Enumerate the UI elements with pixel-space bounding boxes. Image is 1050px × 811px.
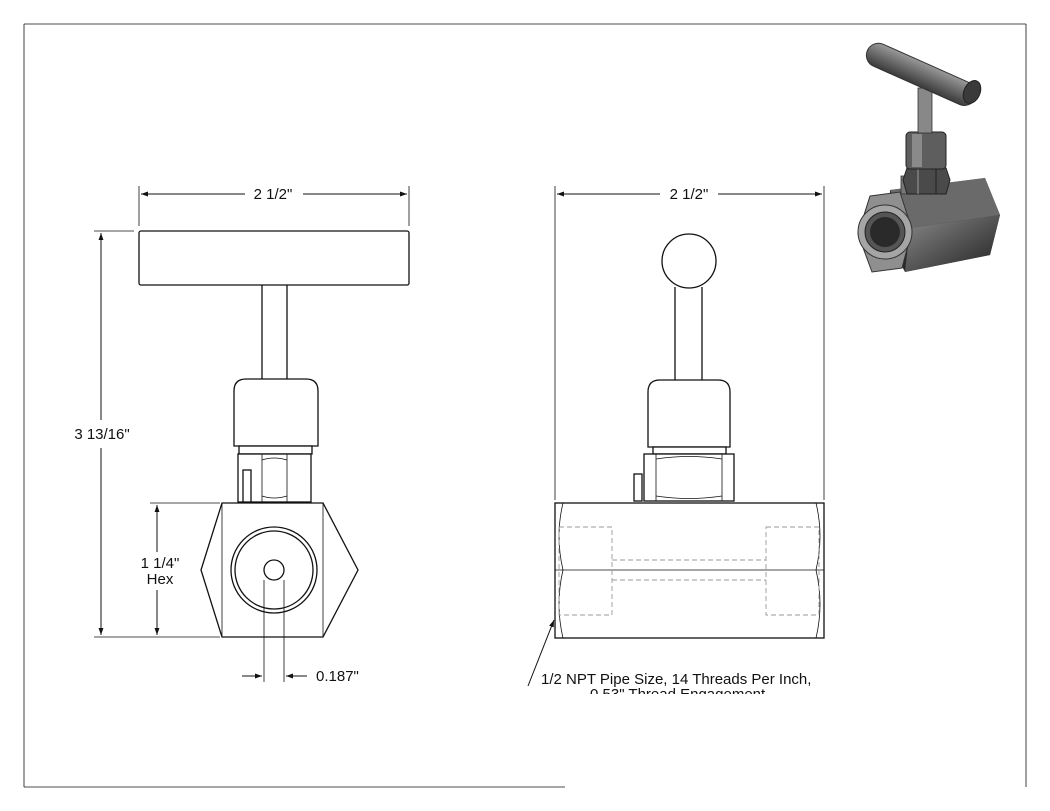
- side-handle-ball: [661, 233, 717, 289]
- front-bonnet-cap: [233, 378, 319, 447]
- hex-size-label: 1 1/4": [141, 555, 180, 572]
- left-thread-hidden: [558, 526, 613, 616]
- hex-label: Hex: [147, 571, 174, 588]
- side-view: [554, 233, 825, 639]
- npt-note-line2: 0.53" Thread Engagement: [590, 686, 766, 703]
- side-packing-nut: [643, 453, 735, 502]
- side-width-dimension: 2 1/2": [554, 186, 825, 500]
- side-body: [554, 502, 825, 639]
- orifice-label: 0.187": [316, 668, 359, 685]
- overall-height-label: 3 13/16": [74, 426, 129, 443]
- overall-height-dimension: 3 13/16": [74, 230, 220, 638]
- front-view: [138, 230, 410, 638]
- isometric-valve-render: [857, 42, 1000, 273]
- npt-note: 1/2 NPT Pipe Size, 14 Threads Per Inch, …: [527, 619, 811, 703]
- side-bonnet-cap: [647, 379, 731, 448]
- npt-note-line1: 1/2 NPT Pipe Size, 14 Threads Per Inch,: [541, 671, 811, 688]
- orifice-dimension: 0.187": [242, 580, 359, 685]
- front-width-dimension: 2 1/2": [138, 186, 410, 226]
- right-thread-hidden: [765, 526, 820, 616]
- front-width-label: 2 1/2": [254, 186, 293, 203]
- side-width-label: 2 1/2": [670, 186, 709, 203]
- hex-dimension: 1 1/4" Hex: [141, 502, 220, 635]
- front-handle-bar: [138, 230, 410, 286]
- sheet-border: [23, 23, 1027, 788]
- front-orifice: [263, 559, 285, 581]
